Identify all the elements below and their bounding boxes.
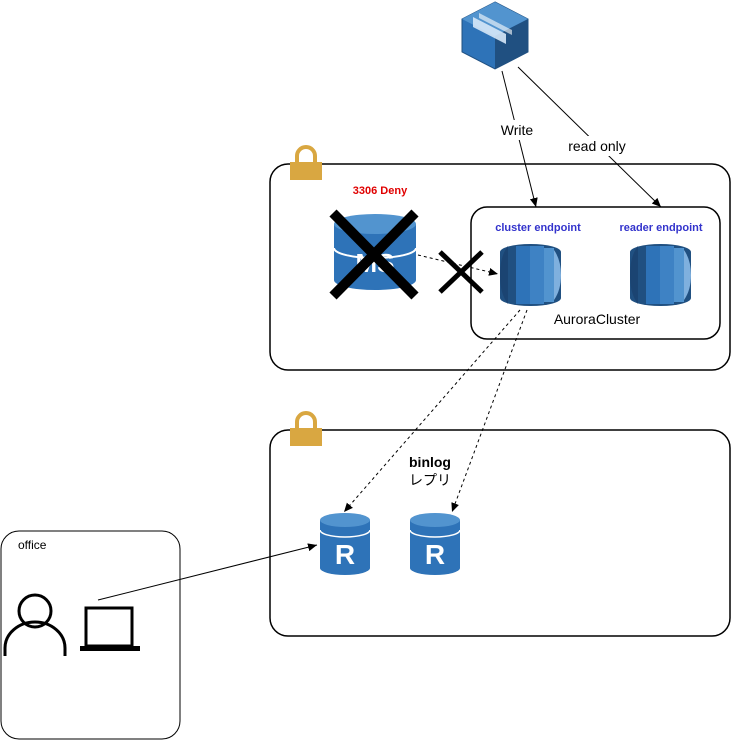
cluster-name-label: AuroraCluster	[554, 311, 641, 327]
binlog-label: binlog	[409, 454, 451, 470]
read-replica-icon: R	[319, 513, 371, 575]
office-box	[0, 530, 181, 740]
aurora-cluster-box	[470, 206, 721, 340]
office-label: office	[18, 538, 47, 552]
lock-icon	[290, 145, 322, 180]
read-only-label: read only	[568, 138, 626, 154]
aurora-db-icon	[630, 244, 691, 306]
replica-label: レプリ	[409, 472, 451, 488]
laptop-icon	[80, 606, 140, 651]
deny-label: 3306 Deny	[353, 185, 408, 197]
ec2-container-icon	[461, 1, 529, 70]
blocked-connection-icon	[438, 250, 484, 294]
user-icon	[3, 593, 67, 656]
vpc-bottom-box	[269, 429, 731, 637]
office-to-replica-edge	[97, 543, 318, 601]
ms-to-cluster-edge	[417, 254, 499, 276]
vpc-top-box	[269, 163, 731, 371]
write-label: Write	[501, 122, 534, 138]
aurora-db-icon	[500, 244, 561, 306]
binlog-replication-edge	[343, 309, 521, 513]
read-replica-icon: R	[409, 513, 461, 575]
reader-endpoint-label: reader endpoint	[619, 222, 702, 234]
binlog-replication-edge	[451, 309, 528, 513]
replica-letter: R	[425, 539, 445, 570]
deny-cross-icon	[329, 209, 419, 300]
cluster-endpoint-label: cluster endpoint	[495, 222, 581, 234]
replica-letter: R	[335, 539, 355, 570]
lock-icon	[290, 411, 322, 446]
